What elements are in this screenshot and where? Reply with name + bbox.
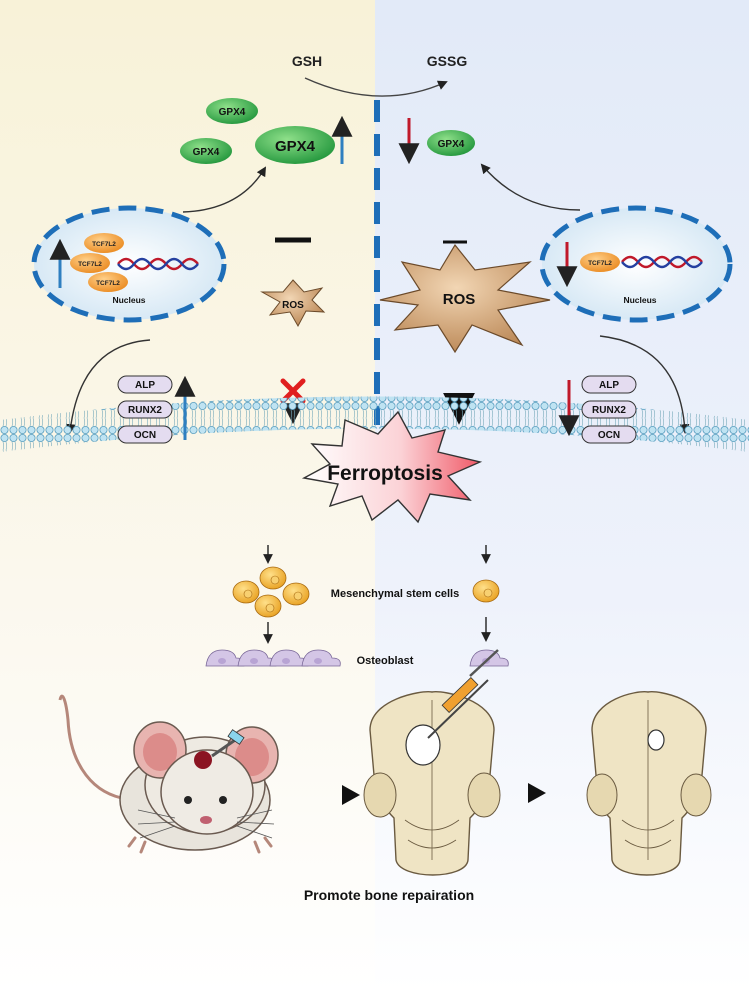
- tcf7l2-label: TCF7L2: [96, 280, 120, 287]
- gpx4-label: GPX4: [193, 147, 220, 158]
- gpx4-inhibits-ros-right: [443, 166, 467, 244]
- gsh-to-gssg-arrow: [304, 77, 448, 97]
- mouse-illustration: [58, 694, 279, 854]
- osteoblast-cell: [301, 649, 341, 667]
- gpx4-small-2: GPX4: [180, 138, 232, 164]
- arrow-mouse-to-skull: [296, 785, 360, 805]
- tcf7l2-protein: TCF7L2: [88, 272, 128, 292]
- gsh-label: GSH: [292, 53, 322, 69]
- nucleus-left: TCF7L2 TCF7L2 TCF7L2 Nucleus: [31, 205, 227, 323]
- marker-ocn: OCN: [581, 425, 637, 444]
- stem-cell-single: [472, 579, 500, 603]
- nucleus-to-gpx4-arrow-left: [182, 166, 267, 213]
- ferroptosis-burst: Ferroptosis: [301, 410, 483, 524]
- gpx4-label: GPX4: [219, 107, 246, 118]
- cell-membrane: [0, 396, 749, 452]
- osteoblast-cell: [269, 649, 309, 667]
- nucleus-to-gpx4-arrow-right: [480, 163, 581, 211]
- markers-left: ALP RUNX2 OCN: [117, 375, 196, 444]
- skull-with-syringe: [363, 649, 501, 876]
- gpx4-label: GPX4: [438, 139, 465, 150]
- dna-helix: [621, 255, 703, 269]
- dna-helix: [117, 257, 199, 271]
- stem-cell: [282, 582, 310, 606]
- ros-large: ROS: [379, 243, 551, 354]
- marker-label: OCN: [134, 430, 156, 441]
- gpx4-inhibits-ros-left: [275, 176, 311, 243]
- markers-right: ALP RUNX2 OCN: [558, 375, 637, 444]
- tcf7l2-protein: TCF7L2: [70, 253, 110, 273]
- ros-label: ROS: [282, 300, 304, 311]
- osteoblast-label: Osteoblast: [357, 655, 414, 667]
- marker-label: ALP: [599, 380, 619, 391]
- marker-alp: ALP: [117, 375, 173, 394]
- marker-label: RUNX2: [592, 405, 626, 416]
- marker-label: OCN: [598, 430, 620, 441]
- marker-label: RUNX2: [128, 405, 162, 416]
- tcf7l2-label: TCF7L2: [78, 261, 102, 268]
- bottom-caption: Promote bone repairation: [304, 887, 474, 903]
- marker-label: ALP: [135, 380, 155, 391]
- ros-label: ROS: [443, 291, 476, 308]
- gpx4-large-left: GPX4: [255, 126, 335, 164]
- stem-cell: [232, 580, 260, 604]
- ferroptosis-label: Ferroptosis: [327, 462, 443, 485]
- tcf7l2-protein: TCF7L2: [84, 233, 124, 253]
- gpx4-small-1: GPX4: [206, 98, 258, 124]
- osteoblast-row: [205, 649, 341, 667]
- marker-runx2: RUNX2: [117, 400, 173, 419]
- tcf7l2-label: TCF7L2: [92, 241, 116, 248]
- marker-runx2: RUNX2: [581, 400, 637, 419]
- nucleus-label: Nucleus: [623, 295, 656, 305]
- marker-ocn: OCN: [117, 425, 173, 444]
- msc-cluster: [232, 566, 310, 618]
- skull-healed: [586, 691, 712, 876]
- stem-cell: [254, 594, 282, 618]
- marker-alp: ALP: [581, 375, 637, 394]
- msc-label: Mesenchymal stem cells: [331, 588, 459, 600]
- ros-small: ROS: [260, 279, 326, 328]
- nucleus-right: TCF7L2 Nucleus: [539, 205, 733, 323]
- stem-cell: [259, 566, 287, 590]
- gpx4-right: GPX4: [427, 130, 475, 156]
- gpx4-label: GPX4: [275, 138, 316, 155]
- tcf7l2-protein: TCF7L2: [580, 252, 620, 272]
- tcf7l2-label: TCF7L2: [588, 260, 612, 267]
- nucleus-label: Nucleus: [112, 295, 145, 305]
- gssg-label: GSSG: [427, 53, 468, 69]
